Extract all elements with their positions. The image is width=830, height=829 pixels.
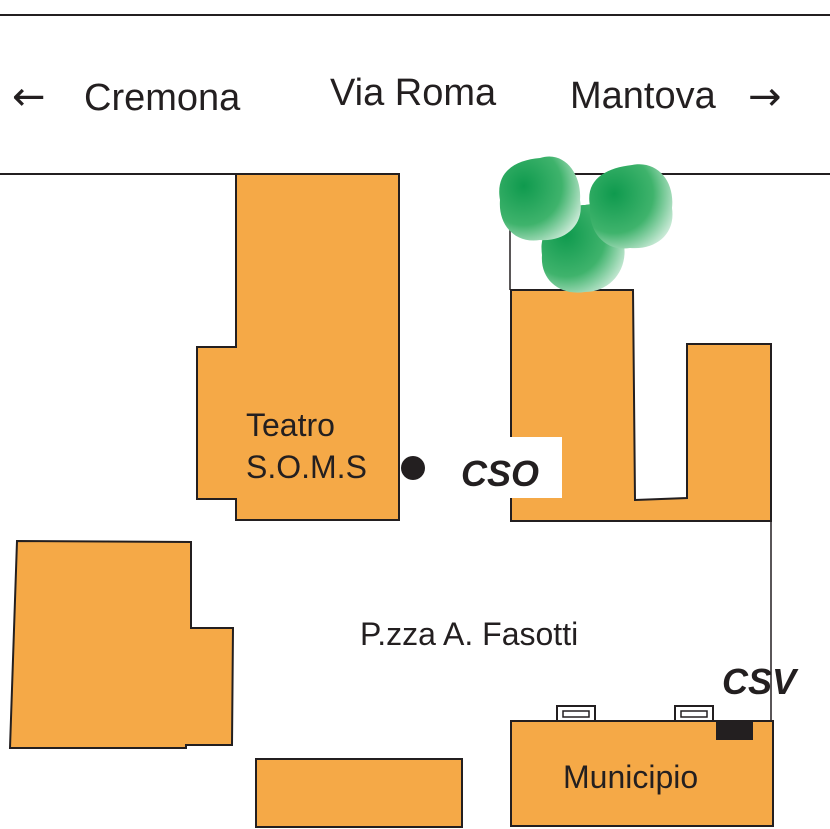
trees-icon [499,156,673,293]
building-right-u-shape [510,289,772,522]
label-soms: S.O.M.S [246,449,367,485]
building-bottom-center [255,758,463,828]
label-csv: CSV [722,661,799,702]
label-piazza: P.zza A. Fasotti [360,616,578,652]
label-municipio: Municipio [563,759,698,795]
direction-mantova: Mantova [570,75,717,117]
arrow-left-icon: ← [12,74,46,120]
cso-label-background [442,437,562,498]
cso-marker-icon [401,456,425,480]
label-cso: CSO [461,453,539,494]
arrow-right-icon: → [748,74,782,120]
label-teatro: Teatro [246,407,335,443]
street-via-roma: Via Roma [330,72,497,114]
building-left [8,539,235,749]
csv-marker [716,721,753,740]
roof-element-1-inner [562,710,590,718]
direction-cremona: Cremona [84,77,241,119]
building-teatro-soms [196,173,400,521]
roof-element-2-inner [680,710,708,718]
